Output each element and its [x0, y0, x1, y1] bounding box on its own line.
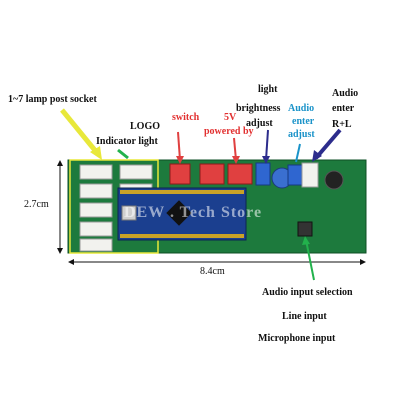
brightness-label-2: brightness [236, 103, 281, 114]
mic-input-label: Microphone input [258, 333, 336, 344]
callout-arrows [60, 108, 342, 281]
line-input-label: Line input [282, 311, 327, 322]
brightness-pot [255, 162, 271, 186]
logo-label: LOGO [130, 121, 161, 132]
switch-connector [169, 163, 191, 185]
audio-enter-label-3: R+L [332, 119, 352, 130]
audio-adjust-label-3: adjust [288, 129, 315, 140]
brightness-label-3: adjust [246, 118, 273, 129]
powered-label: powered by [204, 126, 254, 137]
audio-adjust-label-1: Audio [288, 103, 315, 114]
indicator-light-label: Indicator light [96, 136, 158, 147]
height-dimension: 2.7cm [24, 199, 49, 210]
audio-selection-label: Audio input selection [262, 287, 353, 298]
microphone [324, 170, 344, 190]
audio-enter-label-1: Audio [332, 88, 359, 99]
audio-header [301, 162, 319, 188]
lamp-socket-label: 1~7 lamp post socket [8, 94, 97, 105]
audio-pot [287, 164, 303, 186]
switch-label: switch [172, 112, 200, 123]
audio-adjust-label-2: enter [292, 116, 315, 127]
usb-port [121, 205, 137, 221]
audio-enter-label-2: enter [332, 103, 355, 114]
power-connector [199, 163, 225, 185]
watermark: DEW . Tech Store [124, 204, 263, 221]
brightness-label-1: light [258, 84, 278, 95]
input-jumper [297, 221, 313, 237]
powered-label-5v: 5V [224, 112, 237, 123]
width-dimension: 8.4cm [200, 266, 225, 277]
